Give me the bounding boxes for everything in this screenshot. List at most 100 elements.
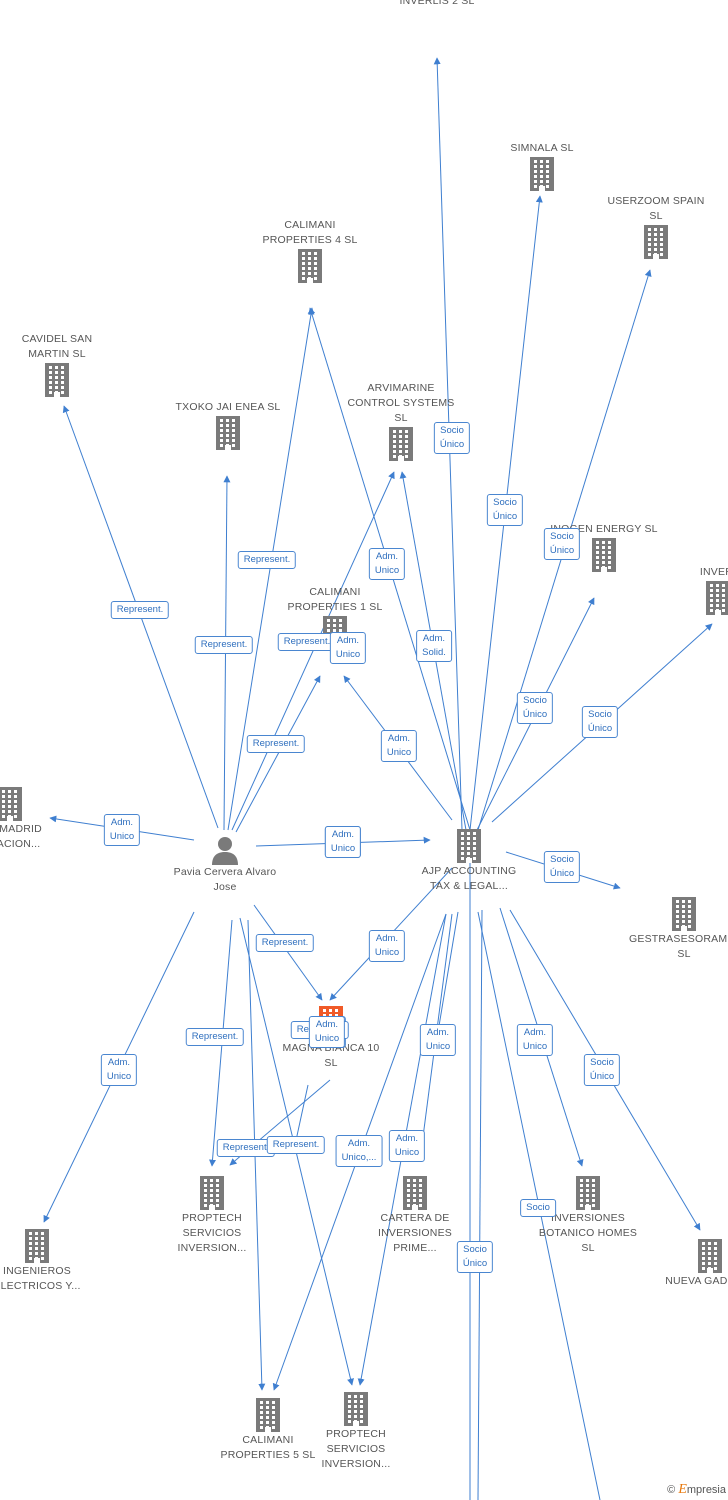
- node-label: INVERLIS 2 SL: [399, 0, 475, 7]
- edge-line: [477, 909, 483, 1500]
- node-label: TXOKO JAI ENEA SL: [175, 401, 281, 413]
- edge-relation-label[interactable]: Adm.Unico: [324, 826, 362, 858]
- node-label: CALIMANI PROPERTIES 5 SL: [220, 1434, 316, 1461]
- building-icon: [301, 1391, 411, 1427]
- building-icon: [0, 1228, 92, 1264]
- node-label: INGENIEROS ELECTRICOS Y...: [0, 1265, 81, 1292]
- edge-relation-label[interactable]: Adm.Unico: [380, 730, 418, 762]
- edge-relation-label[interactable]: Adm.Unico: [368, 548, 406, 580]
- brand-initial: E: [678, 1482, 687, 1497]
- node-label: CARTERA DE INVERSIONES PRIME...: [378, 1212, 452, 1254]
- node-txoko[interactable]: TXOKO JAI ENEA SL: [173, 400, 283, 451]
- node-label: NUEVA GADIR SL: [665, 1275, 728, 1287]
- node-label: PROPTECH SERVICIOS INVERSION...: [177, 1212, 247, 1254]
- node-label: CAVIDEL SAN MARTIN SL: [21, 333, 93, 360]
- edge-line: [231, 471, 395, 831]
- brand-name: mpresia: [686, 1484, 726, 1496]
- edge-line: [435, 911, 459, 1033]
- edge-relation-label[interactable]: Represent.: [266, 1136, 326, 1154]
- edge-lines: [43, 57, 713, 1500]
- node-label: SIMNALA SL: [510, 142, 574, 154]
- building-icon: [346, 426, 456, 462]
- edge-relation-label[interactable]: Adm.Solid.: [416, 630, 452, 662]
- node-label: GESTRASESORAMIENTO SL: [629, 933, 728, 960]
- edge-relation-label[interactable]: Adm.Unico,...: [335, 1135, 383, 1167]
- edge-line: [227, 307, 315, 831]
- node-proptech1[interactable]: PROPTECH SERVICIOS INVERSION...: [157, 1175, 267, 1256]
- node-proptech2[interactable]: PROPTECH SERVICIOS INVERSION...: [301, 1391, 411, 1472]
- node-label: CALIMANI PROPERTIES 4 SL: [262, 219, 358, 246]
- edge-relation-label[interactable]: Adm.Unico: [100, 1054, 138, 1086]
- person-icon: [170, 835, 280, 865]
- edge-relation-label[interactable]: Represent.: [246, 735, 306, 753]
- node-userzoom[interactable]: USERZOOM SPAIN SL: [601, 194, 711, 260]
- building-icon: [549, 537, 659, 573]
- node-ajp[interactable]: AJP ACCOUNTING TAX & LEGAL...: [414, 828, 524, 894]
- node-calimani5[interactable]: CALIMANI PROPERTIES 5 SL: [213, 1397, 323, 1463]
- building-icon: [487, 156, 597, 192]
- building-icon: [655, 1238, 728, 1274]
- edge-relation-label[interactable]: Represent.: [255, 934, 315, 952]
- node-label: AJP ACCOUNTING TAX & LEGAL...: [421, 865, 517, 892]
- edge-line: [235, 675, 321, 833]
- edge-relation-label[interactable]: Adm.Unico: [419, 1024, 457, 1056]
- edge-relation-label[interactable]: Represent.: [277, 633, 337, 651]
- building-icon: [360, 1175, 470, 1211]
- node-cavidel[interactable]: CAVIDEL SAN MARTIN SL: [2, 332, 112, 398]
- building-icon: [255, 248, 365, 284]
- node-label: MAGNA BIANCA 10 SL: [282, 1042, 380, 1069]
- building-icon: [533, 1175, 643, 1211]
- node-label: ARVIMARINE CONTROL SYSTEMS SL: [347, 382, 455, 424]
- node-label: PROPTECH SERVICIOS INVERSION...: [321, 1428, 391, 1470]
- building-icon: [157, 1175, 267, 1211]
- edge-relation-label[interactable]: Represent.: [185, 1028, 245, 1046]
- building-icon: [213, 1397, 323, 1433]
- building-icon: [629, 896, 728, 932]
- node-pavia[interactable]: Pavia Cervera Alvaro Jose: [170, 835, 280, 895]
- edge-relation-label[interactable]: Represent.: [110, 601, 170, 619]
- edge-relation-label[interactable]: Adm.Unico: [516, 1024, 554, 1056]
- node-label: CALIMANI PROPERTIES 1 SL: [287, 586, 383, 613]
- edge-relation-label[interactable]: Represent.: [237, 551, 297, 569]
- empresia-brand: © Empresia: [667, 1482, 726, 1498]
- edge-relation-label[interactable]: Represent.: [194, 636, 254, 654]
- edge-line: [292, 1084, 309, 1146]
- node-simnala[interactable]: SIMNALA SL: [487, 141, 597, 192]
- node-label: INVERI: [699, 566, 728, 578]
- building-icon: [2, 362, 112, 398]
- node-nueva[interactable]: NUEVA GADIR SL: [655, 1238, 728, 1289]
- edge-relation-label[interactable]: Socio: [520, 1199, 556, 1217]
- node-ingenieros[interactable]: INGENIEROS ELECTRICOS Y...: [0, 1228, 92, 1294]
- building-icon: [601, 224, 711, 260]
- edge-relation-label[interactable]: Adm.Unico: [329, 632, 367, 664]
- edge-line: [253, 904, 323, 1001]
- building-icon: [173, 415, 283, 451]
- building-icon: [414, 828, 524, 864]
- node-label: INVERSIONES BOTANICO HOMES SL: [538, 1212, 638, 1254]
- node-inverlis2[interactable]: INVERLIS 2 SL: [382, 0, 492, 9]
- building-icon: [0, 786, 65, 822]
- edge-relation-label[interactable]: Adm.Unico: [368, 930, 406, 962]
- node-calimani4[interactable]: CALIMANI PROPERTIES 4 SL: [255, 218, 365, 284]
- building-icon: [663, 580, 728, 616]
- node-inveri[interactable]: INVERI: [663, 565, 728, 616]
- node-botanico[interactable]: INVERSIONES BOTANICO HOMES SL: [533, 1175, 643, 1256]
- node-gestrasesoramiento[interactable]: GESTRASESORAMIENTO SL: [629, 896, 728, 962]
- node-cartera[interactable]: CARTERA DE INVERSIONES PRIME...: [360, 1175, 470, 1256]
- edge-relation-label[interactable]: Adm.Unico: [388, 1130, 426, 1162]
- copyright-mark: ©: [667, 1484, 676, 1496]
- node-label: USERZOOM SPAIN SL: [607, 195, 705, 222]
- node-ifo[interactable]: IFO MADRID ...CACION...: [0, 786, 65, 852]
- node-arvimarine[interactable]: ARVIMARINE CONTROL SYSTEMS SL: [346, 381, 456, 462]
- node-label: IFO MADRID ...CACION...: [0, 823, 42, 850]
- edge-relation-label[interactable]: Adm.Unico: [308, 1016, 346, 1048]
- edge-relation-label[interactable]: Adm.Unico: [103, 814, 141, 846]
